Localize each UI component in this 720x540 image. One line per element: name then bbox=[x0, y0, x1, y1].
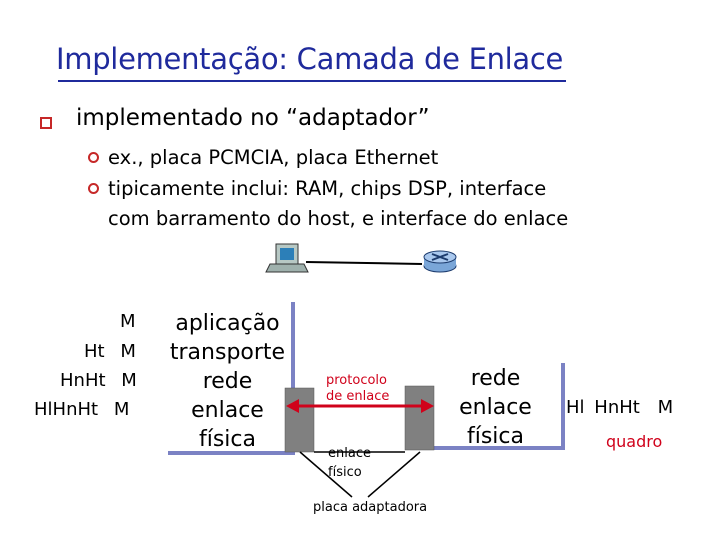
header-row-4: HlHnHt M bbox=[34, 396, 129, 424]
header-field-m: M bbox=[113, 399, 130, 420]
protocol-label-line-2: de enlace bbox=[326, 389, 390, 404]
frame-field-ht: Ht bbox=[619, 397, 640, 418]
adapter-pointer-right bbox=[367, 451, 421, 498]
sub-bullet-1: ex., placa PCMCIA, placa Ethernet bbox=[108, 146, 439, 169]
frame-field-hl: Hl bbox=[566, 397, 585, 418]
router-protocol-stack: rede enlace física bbox=[430, 364, 561, 451]
title-underline bbox=[58, 80, 566, 82]
header-field-m: M bbox=[121, 370, 137, 391]
header-row-3: HnHt M bbox=[60, 367, 137, 395]
bullet-main: implementado no “adaptador” bbox=[76, 105, 430, 131]
protocol-arrow bbox=[286, 399, 434, 413]
physical-label-line-1: enlace bbox=[328, 446, 371, 461]
router-icon bbox=[423, 250, 457, 273]
header-field-ht: Ht bbox=[84, 370, 106, 391]
protocol-label-line-1: protocolo bbox=[326, 373, 387, 388]
sub-bullet-circle-icon bbox=[88, 152, 99, 163]
frame-field-m: M bbox=[657, 397, 674, 418]
host-layer-application: aplicação bbox=[175, 311, 280, 336]
host-protocol-stack: aplicação transporte rede enlace física bbox=[164, 309, 291, 454]
header-field-hn: Hn bbox=[60, 370, 85, 391]
adapter-pointer-left bbox=[299, 451, 353, 498]
host-layer-physical: física bbox=[198, 427, 256, 452]
host-adapter-block bbox=[284, 387, 315, 453]
header-row-2: Ht M bbox=[84, 338, 136, 366]
host-layer-network: rede bbox=[202, 369, 253, 394]
host-layer-link: enlace bbox=[191, 398, 264, 423]
physical-label-line-2: físico bbox=[328, 465, 362, 480]
header-field-hl: Hl bbox=[34, 399, 53, 420]
host-stack-box bbox=[164, 298, 291, 451]
header-field-m: M bbox=[120, 341, 136, 362]
router-layer-network: rede bbox=[470, 366, 521, 391]
header-field-m: M bbox=[120, 311, 136, 332]
router-layer-link: enlace bbox=[459, 395, 532, 420]
protocol-label: protocolo de enlace bbox=[326, 373, 389, 405]
physical-link-label: enlace físico bbox=[328, 444, 371, 482]
bullet-square-icon bbox=[40, 117, 52, 129]
header-field-hn: Hn bbox=[52, 399, 78, 420]
sub-bullet-2: tipicamente inclui: RAM, chips DSP, inte… bbox=[108, 177, 547, 200]
frame-field-hn: Hn bbox=[594, 397, 620, 418]
sub-bullet-circle-icon bbox=[88, 183, 99, 194]
router-adapter-block bbox=[404, 385, 435, 451]
adapter-label: placa adaptadora bbox=[313, 500, 428, 515]
router-layer-physical: física bbox=[466, 424, 524, 449]
frame-label: quadro bbox=[606, 432, 663, 451]
header-row-1: M bbox=[120, 308, 136, 336]
computer-icon bbox=[265, 243, 309, 273]
router-stack-box bbox=[430, 359, 561, 446]
header-field-ht: Ht bbox=[84, 341, 105, 362]
sub-bullet-2-cont: com barramento do host, e interface do e… bbox=[108, 207, 569, 230]
frame-fields: Hl HnHt M bbox=[566, 394, 673, 422]
host-layer-transport: transporte bbox=[169, 340, 286, 365]
page-title: Implementação: Camada de Enlace bbox=[56, 42, 564, 76]
network-link-graphic bbox=[265, 243, 457, 273]
header-field-ht: Ht bbox=[77, 399, 99, 420]
